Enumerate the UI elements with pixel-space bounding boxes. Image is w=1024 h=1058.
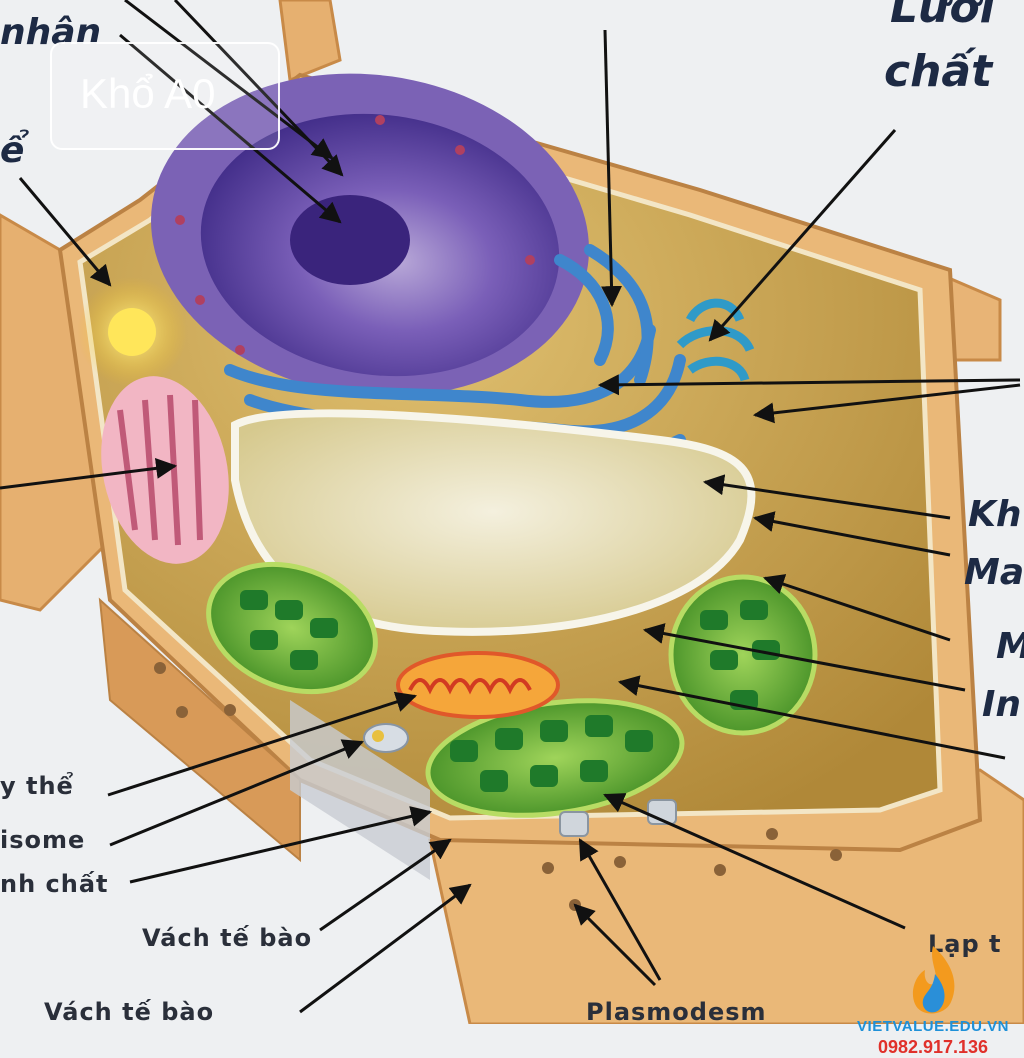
label-mitochondria: y thể [0, 772, 74, 800]
plant-cell-diagram [0, 0, 1024, 1024]
label-er-line1: Lưới [890, 0, 995, 33]
label-cell-wall: Vách tế bào [142, 924, 313, 952]
centrosome [77, 277, 187, 387]
size-badge-text: Khổ A0 [80, 70, 216, 117]
label-er-line2: chất [884, 46, 993, 97]
label-right-1: Kh [968, 494, 1022, 535]
peroxisome [363, 723, 409, 753]
flame-icon [912, 946, 955, 1014]
label-right-3: M [996, 626, 1024, 667]
label-right-2: Ma [964, 552, 1024, 593]
label-cytoplasm: nh chất [0, 870, 109, 898]
label-nucleus-partial: nhân [0, 12, 102, 53]
brand-phone: 0982.917.136 [877, 1037, 989, 1057]
label-cell-wall-secondary: Vách tế bào [44, 998, 215, 1026]
chloroplast-bottom [425, 698, 685, 818]
label-plasmodesmata: Plasmodesm [586, 998, 767, 1026]
pointer-arrows [0, 0, 1021, 1014]
size-badge: Khổ A0 [50, 42, 280, 150]
chloroplast-left [206, 561, 378, 695]
label-peroxisome: isome [0, 826, 86, 854]
chloroplast-right [668, 574, 818, 736]
mitochondrion-bottom [396, 651, 560, 719]
label-right-4: In [982, 684, 1022, 725]
brand-name: VIETVALUE.EDU.VN [857, 1018, 1009, 1035]
brand-logo: VIETVALUE.EDU.VN 0982.917.136 [848, 944, 1018, 1058]
label-left-top-partial: ể [0, 130, 25, 171]
